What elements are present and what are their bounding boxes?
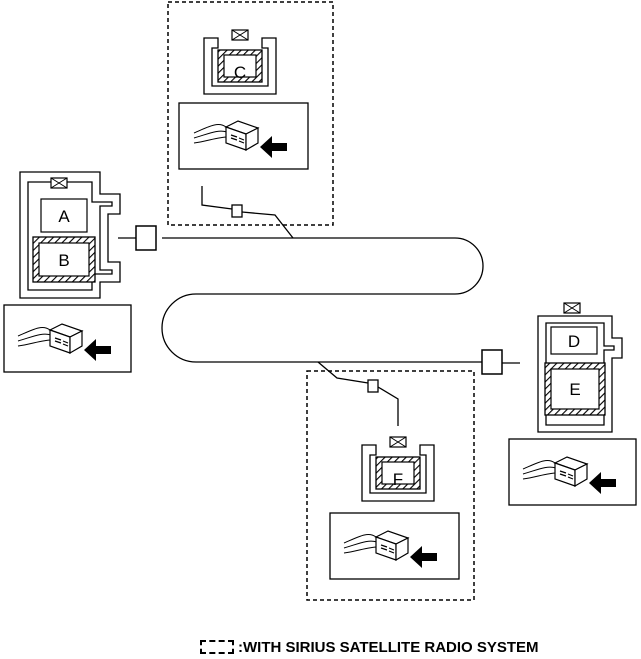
- plug-icon-c: [178, 102, 309, 170]
- plug-icon-de: [508, 438, 637, 506]
- option-box-c: [167, 1, 334, 226]
- connector-c: C: [204, 30, 276, 94]
- branch-f: [317, 361, 399, 426]
- main-harness: [161, 237, 488, 363]
- plug-icon-ab: [3, 304, 132, 373]
- junction-de: [481, 349, 503, 375]
- label-f: F: [393, 470, 403, 489]
- legend-text: :WITH SIRIUS SATELLITE RADIO SYSTEM: [238, 638, 539, 656]
- junction-f: [367, 379, 379, 393]
- junction-ab: [135, 225, 157, 251]
- plug-icon-f: [329, 512, 460, 580]
- junction-c: [231, 204, 243, 218]
- label-a: A: [58, 207, 70, 226]
- branch-c: [201, 186, 294, 239]
- label-d: D: [568, 332, 580, 351]
- cavity-d: [550, 326, 598, 355]
- legend: :WITH SIRIUS SATELLITE RADIO SYSTEM: [200, 636, 539, 658]
- option-box-f: [306, 370, 475, 601]
- label-c: C: [234, 63, 246, 82]
- label-b: B: [58, 251, 69, 270]
- cavity-e: [550, 368, 600, 410]
- cavity-b: [38, 242, 90, 277]
- connector-de: D E: [537, 302, 623, 433]
- label-e: E: [569, 380, 580, 399]
- cavity-a: [40, 198, 88, 233]
- connector-ab: A B: [19, 171, 121, 299]
- connector-f: F: [362, 437, 434, 501]
- dashed-box-legend-icon: [200, 640, 234, 654]
